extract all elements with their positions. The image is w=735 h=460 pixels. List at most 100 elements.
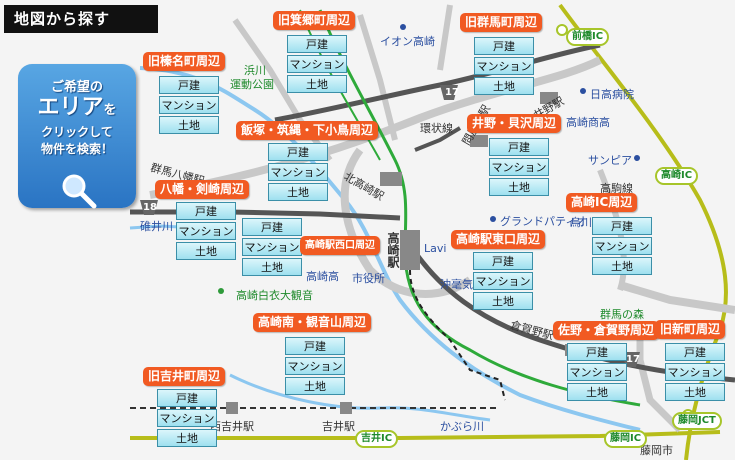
place-okino: 沖毫気 (440, 278, 473, 291)
area-haruna-title[interactable]: 旧榛名町周辺 (143, 52, 226, 71)
area-yoshii: 旧吉井町周辺 戸建 マンション 土地 (143, 367, 253, 451)
place-nishiyoshii-station: 西吉井駅 (210, 420, 254, 433)
place-takasaki-hs: 高崎高 (306, 270, 339, 283)
area-kannonyama-land-button[interactable]: 土地 (285, 377, 345, 395)
promo-line2: エリアを (18, 95, 136, 124)
area-higashiguchi-house-button[interactable]: 戸建 (473, 252, 533, 270)
area-higashiguchi: 高崎駅東口周辺 戸建 マンション 土地 (451, 230, 551, 314)
area-gunma-land-button[interactable]: 土地 (474, 77, 534, 95)
place-usui-river: 碓井川 (140, 220, 173, 233)
route-18: 18 (143, 202, 157, 213)
area-higashiguchi-land-button[interactable]: 土地 (473, 292, 533, 310)
place-sports-park: 運動公園 (230, 78, 274, 91)
area-nishiguchi-land-button[interactable]: 土地 (242, 258, 302, 276)
area-shinmachi-title[interactable]: 旧新町周辺 (655, 320, 726, 339)
area-ic-land-button[interactable]: 土地 (592, 257, 652, 275)
area-kyumino-mansion-button[interactable]: マンション (287, 55, 347, 73)
area-higashiguchi-title[interactable]: 高崎駅東口周辺 (451, 230, 546, 249)
area-sano-mansion-button[interactable]: マンション (567, 363, 627, 381)
area-sano-house-button[interactable]: 戸建 (567, 343, 627, 361)
area-kannonyama-title[interactable]: 高崎南・観音山周辺 (253, 313, 372, 332)
area-ic-house-button[interactable]: 戸建 (592, 217, 652, 235)
area-yoshii-land-button[interactable]: 土地 (157, 429, 217, 447)
area-ic-mansion-button[interactable]: マンション (592, 237, 652, 255)
maebashi-ic-label: 前橋IC (566, 28, 610, 46)
place-kanjo-line: 環状線 (420, 122, 453, 135)
takasaki-ic-label: 高崎IC (655, 167, 699, 185)
area-haruna-mansion-button[interactable]: マンション (159, 96, 219, 114)
place-byakue-dot (218, 288, 224, 294)
area-iizuka: 飯塚・筑縄・下小鳥周辺 戸建 マンション 土地 (236, 121, 379, 205)
area-iizuka-mansion-button[interactable]: マンション (268, 163, 328, 181)
yoshii-ic-label: 吉井IC (355, 430, 399, 448)
area-higashiguchi-mansion-button[interactable]: マンション (473, 272, 533, 290)
place-sanpia: サンピア (588, 154, 632, 167)
area-shinmachi-house-button[interactable]: 戸建 (665, 343, 725, 361)
place-hidaka-hospital: 日高病院 (590, 88, 634, 101)
place-aeon-dot (400, 24, 406, 30)
place-takakoma-line: 高駒線 (600, 182, 633, 195)
area-yawata-title[interactable]: 八幡・剣崎周辺 (155, 180, 250, 199)
area-kannonyama-mansion-button[interactable]: マンション (285, 357, 345, 375)
area-haruna-house-button[interactable]: 戸建 (159, 76, 219, 94)
area-shinmachi-mansion-button[interactable]: マンション (665, 363, 725, 381)
promo-line4: 物件を検索！ (40, 142, 113, 156)
area-haruna-land-button[interactable]: 土地 (159, 116, 219, 134)
area-inoue: 井野・貝沢周辺 戸建 マンション 土地 (467, 114, 577, 198)
place-fujioka-city: 藤岡市 (640, 444, 673, 457)
area-iizuka-house-button[interactable]: 戸建 (268, 143, 328, 161)
area-sano: 佐野・倉賀野周辺 戸建 マンション 土地 (553, 321, 663, 405)
promo-line1: ご希望の (50, 80, 103, 95)
area-gunma-title[interactable]: 旧群馬町周辺 (460, 13, 543, 32)
area-shinmachi: 旧新町周辺 戸建 マンション 土地 (655, 320, 733, 404)
area-gunma-house-button[interactable]: 戸建 (474, 37, 534, 55)
area-ic: 高崎IC周辺 戸建 マンション 土地 (566, 193, 666, 277)
place-grand-dot (490, 216, 496, 222)
area-nishiguchi-title[interactable]: 高崎駅西口周辺 (300, 236, 380, 255)
area-ic-title[interactable]: 高崎IC周辺 (566, 193, 638, 212)
area-yoshii-mansion-button[interactable]: マンション (157, 409, 217, 427)
area-iizuka-land-button[interactable]: 土地 (268, 183, 328, 201)
area-inoue-land-button[interactable]: 土地 (489, 178, 549, 196)
area-gunma: 旧群馬町周辺 戸建 マンション 土地 (460, 13, 570, 97)
place-takasaki-commercial-hs: 高崎商高 (566, 116, 610, 129)
area-sano-land-button[interactable]: 土地 (567, 383, 627, 401)
magnifier-icon (62, 174, 97, 209)
place-yoshii-station: 吉井駅 (322, 420, 355, 433)
place-takasaki-station: 高崎駅 (386, 232, 400, 268)
area-kyumino-land-button[interactable]: 土地 (287, 75, 347, 93)
area-yoshii-house-button[interactable]: 戸建 (157, 389, 217, 407)
place-byakue-kannon: 高崎白衣大観音 (236, 289, 313, 302)
area-kannonyama: 高崎南・観音山周辺 戸建 マンション 土地 (253, 313, 373, 397)
area-yawata: 八幡・剣崎周辺 戸建 マンション 土地 (155, 180, 265, 262)
area-kyumino-title[interactable]: 旧箕郷町周辺 (273, 11, 356, 30)
promo-line2b: を (103, 103, 117, 118)
area-yawata-mansion-button[interactable]: マンション (176, 222, 236, 240)
place-sanpia-dot (634, 155, 640, 161)
fujioka-jct-label: 藤岡JCT (672, 412, 722, 430)
route-17-north: 17 (445, 87, 459, 98)
area-shinmachi-land-button[interactable]: 土地 (665, 383, 725, 401)
area-yoshii-title[interactable]: 旧吉井町周辺 (143, 367, 226, 386)
place-lavi: Lavi (424, 242, 447, 255)
area-sano-title[interactable]: 佐野・倉賀野周辺 (553, 321, 660, 340)
area-kyumino: 旧箕郷町周辺 戸建 マンション 土地 (273, 11, 383, 95)
area-kannonyama-house-button[interactable]: 戸建 (285, 337, 345, 355)
place-hospital-dot (580, 88, 586, 94)
area-yawata-land-button[interactable]: 土地 (176, 242, 236, 260)
area-inoue-title[interactable]: 井野・貝沢周辺 (467, 114, 562, 133)
area-gunma-mansion-button[interactable]: マンション (474, 57, 534, 75)
page-title: 地図から探す (4, 5, 158, 33)
area-nishiguchi-house-button[interactable]: 戸建 (242, 218, 302, 236)
promo-line2a: エリア (37, 95, 104, 120)
place-grand-patio: グランドパティオ (500, 215, 588, 228)
area-haruna: 旧榛名町周辺 戸建 マンション 土地 (143, 52, 253, 136)
area-yawata-house-button[interactable]: 戸建 (176, 202, 236, 220)
area-kyumino-house-button[interactable]: 戸建 (287, 35, 347, 53)
area-inoue-mansion-button[interactable]: マンション (489, 158, 549, 176)
area-nishiguchi-mansion-button[interactable]: マンション (242, 238, 302, 256)
area-iizuka-title[interactable]: 飯塚・筑縄・下小鳥周辺 (236, 121, 379, 140)
place-hamagawa: 浜川 (244, 64, 266, 77)
area-inoue-house-button[interactable]: 戸建 (489, 138, 549, 156)
